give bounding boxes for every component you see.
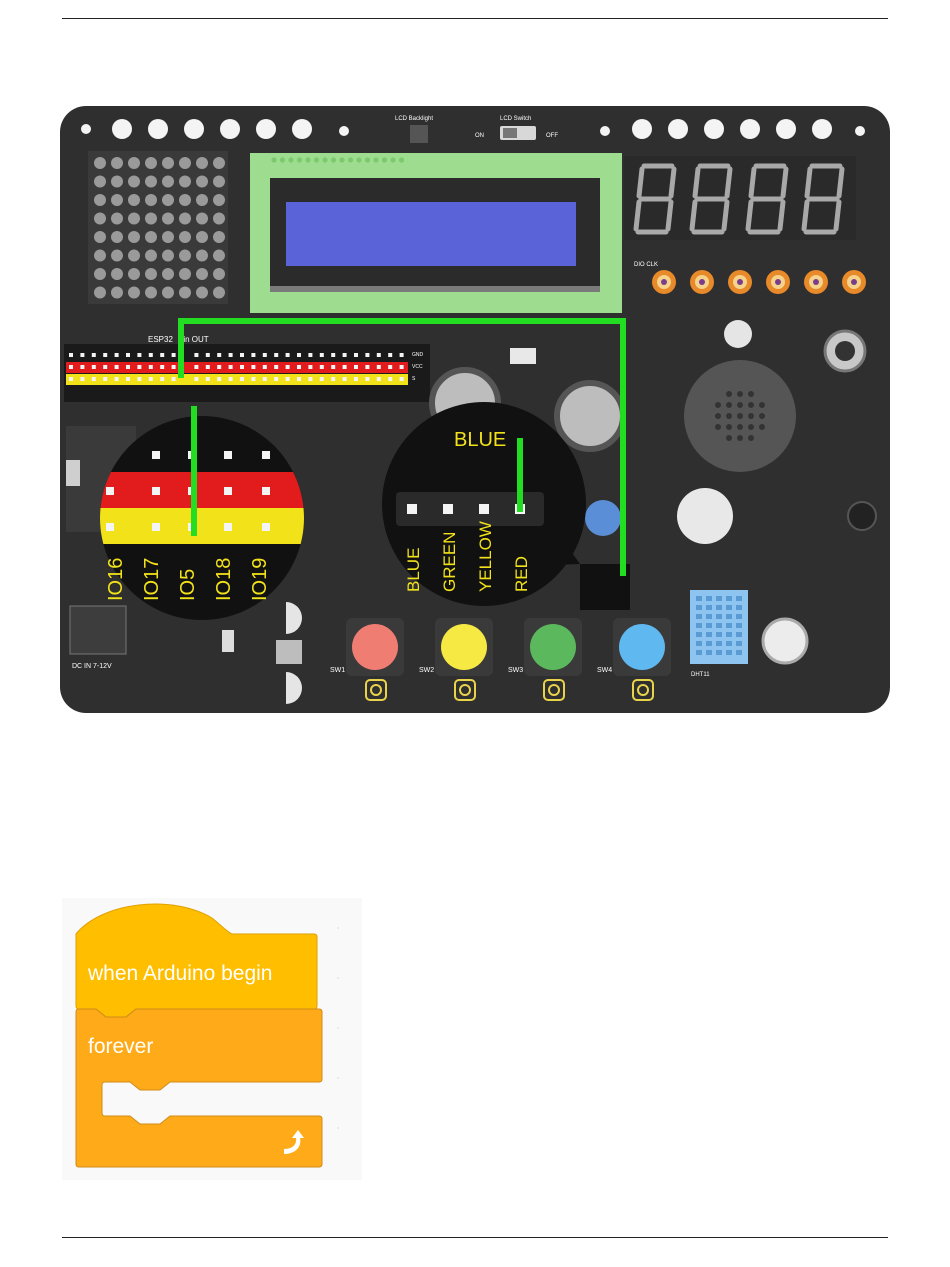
pin-header-rows	[66, 350, 408, 385]
header-gnd-label: GND	[412, 352, 424, 358]
button-sw1	[352, 624, 398, 670]
small-ic	[510, 348, 536, 364]
lcd-backlight-button	[410, 125, 428, 143]
dc-jack	[70, 606, 126, 654]
dc-in-label: DC IN 7-12V	[72, 663, 112, 670]
button-sw2	[441, 624, 487, 670]
header-rule	[62, 18, 888, 19]
ultrasonic-right	[557, 383, 623, 449]
round-sensor	[724, 320, 752, 348]
buzzer	[677, 488, 733, 544]
board-wiring-figure: LCD Backlight LCD Switch ON OFF DIO CLK …	[60, 106, 890, 713]
svg-text:BLUE: BLUE	[404, 548, 423, 592]
svg-text:YELLOW: YELLOW	[476, 521, 495, 592]
header-vcc-label: VCC	[412, 364, 423, 370]
zoom-blue-title: BLUE	[454, 429, 506, 451]
svg-text:IO16: IO16	[105, 558, 127, 601]
lcd-module	[250, 153, 622, 313]
sw3-label: SW3	[508, 667, 523, 674]
dht11-label: DHT11	[691, 672, 710, 678]
svg-text:IO17: IO17	[141, 558, 163, 601]
footer-rule	[62, 1237, 888, 1238]
lcd-switch-label: LCD Switch	[500, 116, 531, 122]
blue-led-module	[585, 500, 621, 536]
dio-clk-label: DIO CLK	[634, 262, 658, 268]
sw1-label: SW1	[330, 667, 345, 674]
svg-text:IO19: IO19	[249, 558, 271, 601]
svg-text:IO5: IO5	[177, 569, 199, 601]
seven-segment-display	[624, 156, 856, 240]
usb-port	[66, 460, 80, 486]
svg-text:IO18: IO18	[213, 558, 235, 601]
pir-dome	[763, 619, 807, 663]
esp32-label: ESP32	[148, 335, 173, 344]
scratch-blocks-figure: when Arduino begin forever	[62, 898, 362, 1180]
forever-block-label: forever	[88, 1035, 153, 1058]
lcd-switch-on: ON	[475, 133, 484, 139]
sw4-label: SW4	[597, 667, 612, 674]
svg-text:RED: RED	[512, 556, 531, 592]
button-sw4	[619, 624, 665, 670]
led-matrix	[88, 151, 228, 304]
voltage-regulator	[276, 640, 302, 664]
zoom-circle-rgb: BLUE BLUE GREEN YELLOW RED	[382, 402, 586, 606]
hat-block-label: when Arduino begin	[87, 962, 272, 985]
black-button	[848, 502, 876, 530]
sw2-label: SW2	[419, 667, 434, 674]
button-sw3	[530, 624, 576, 670]
lcd-backlight-label: LCD Backlight	[395, 116, 433, 122]
power-switch	[222, 630, 234, 652]
lcd-switch-off: OFF	[546, 133, 558, 139]
svg-text:GREEN: GREEN	[440, 532, 459, 592]
